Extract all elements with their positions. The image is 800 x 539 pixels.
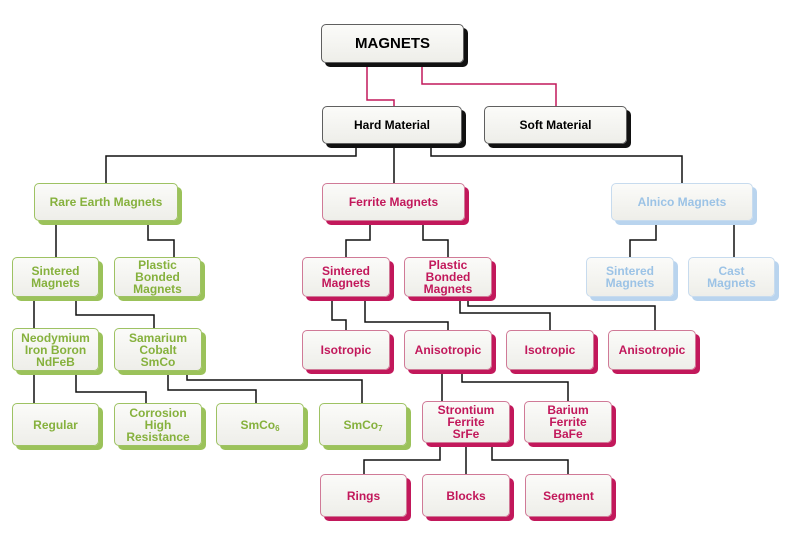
smco7-label: SmCo7 [343, 417, 383, 433]
connector-line [75, 371, 147, 403]
magnets-node: MAGNETS [321, 24, 464, 63]
connector-line [147, 221, 175, 257]
regular-node: Regular [12, 403, 99, 446]
ferrite-plastic-bonded-node: Plastic Bonded Magnets [404, 257, 492, 297]
connector-line [167, 371, 257, 403]
connector-line [345, 221, 371, 257]
connector-line [363, 443, 441, 474]
rare-earth-magnets-node: Rare Earth Magnets [34, 183, 178, 221]
rare-earth-plastic-bonded-node: Plastic Bonded Magnets [114, 257, 201, 297]
connector-line [105, 144, 357, 183]
ferrite-sintered-node: Sintered Magnets [302, 257, 390, 297]
samarium-cobalt-node: Samarium Cobalt SmCo [114, 328, 202, 371]
alnico-magnets-node: Alnico Magnets [611, 183, 753, 221]
smco6-label: SmCo6 [240, 417, 280, 433]
strontium-ferrite-node: Strontium Ferrite SrFe [422, 401, 510, 443]
neodymium-iron-boron-node: Neodymium Iron Boron NdFeB [12, 328, 99, 371]
alnico-cast-node: Cast Magnets [688, 257, 775, 297]
connector-line [422, 221, 449, 257]
soft-material-node: Soft Material [484, 106, 627, 144]
rare-earth-sintered-node: Sintered Magnets [12, 257, 99, 297]
sintered-anisotropic-node: Anisotropic [404, 330, 492, 370]
alnico-sintered-node: Sintered Magnets [586, 257, 674, 297]
connector-line [430, 144, 683, 183]
connector-line [491, 443, 569, 474]
rings-node: Rings [320, 474, 407, 517]
segment-node: Segment [525, 474, 612, 517]
connector-line [461, 370, 569, 401]
ferrite-magnets-node: Ferrite Magnets [322, 183, 465, 221]
smco6-node: SmCo6 [216, 403, 304, 446]
sintered-isotropic-node: Isotropic [302, 330, 390, 370]
connector-line [364, 297, 449, 330]
connector-line [75, 297, 155, 328]
plastic-bonded-isotropic-node: Isotropic [506, 330, 594, 370]
connector-line [629, 221, 657, 257]
connector-line [467, 297, 656, 330]
plastic-bonded-anisotropic-node: Anisotropic [608, 330, 696, 370]
blocks-node: Blocks [422, 474, 510, 517]
connector-line [331, 297, 347, 330]
barium-ferrite-node: Barium Ferrite BaFe [524, 401, 612, 443]
hard-material-node: Hard Material [322, 106, 462, 144]
connector-line [421, 63, 557, 106]
connector-line [366, 63, 395, 106]
corrosion-high-resistance-node: Corrosion High Resistance [114, 403, 202, 446]
connector-line [186, 371, 363, 403]
connector-line [459, 297, 551, 330]
smco7-node: SmCo7 [319, 403, 407, 446]
